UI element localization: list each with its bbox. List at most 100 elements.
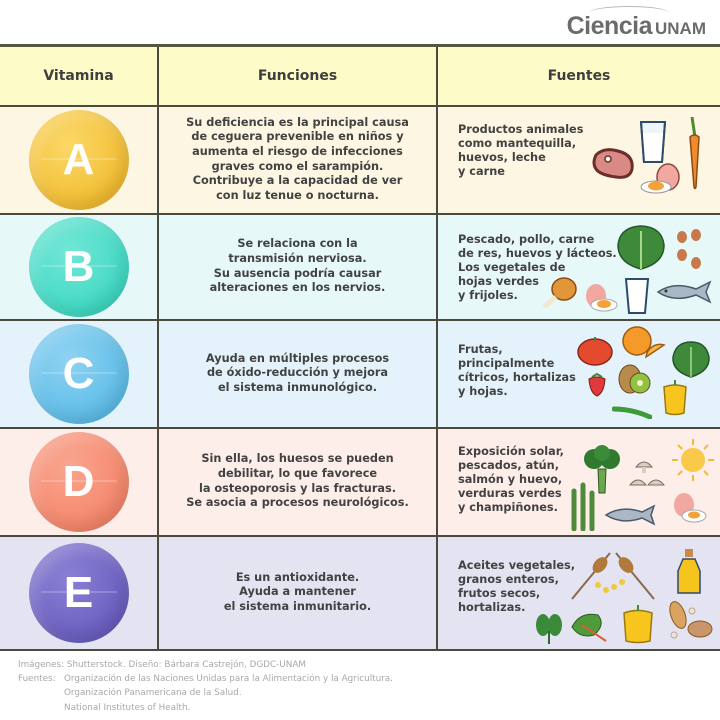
sources-cell: Frutas, principalmente cítricos, hortali… — [436, 318, 720, 429]
functions-cell: Se relaciona con la transmisión nerviosa… — [157, 212, 438, 321]
sources-text: Exposición solar, pescados, atún, salmón… — [458, 445, 564, 516]
egg-icon — [640, 162, 680, 193]
beans-icon — [677, 228, 701, 269]
functions-line: Contribuye a la capacidad de ver — [192, 174, 403, 188]
leafy-greens-icon — [617, 224, 665, 270]
functions-line: Su deficiencia es la principal causa — [186, 115, 409, 129]
food-illustrations — [438, 215, 720, 319]
source-item: Organización Panamericana de la Salud. — [64, 688, 242, 699]
table-header-row: Vitamina Funciones Fuentes — [0, 44, 720, 107]
sources-label: Fuentes: — [18, 674, 56, 685]
chard-icon — [571, 613, 607, 642]
footer-credits: Imágenes: Shutterstock. Diseño: Bárbara … — [18, 658, 393, 715]
food-illustrations — [438, 107, 720, 213]
vitamin-d-ball-icon: D — [28, 431, 129, 532]
sources-cell: Pescado, pollo, carne de res, huevos y l… — [436, 212, 720, 321]
functions-cell: Ayuda en múltiples procesos de óxido-red… — [157, 318, 438, 429]
functions-line: Su ausencia podría causar — [213, 266, 382, 280]
sources-text: Frutas, principalmente cítricos, hortali… — [458, 343, 576, 400]
source-item: Organización de las Naciones Unidas para… — [64, 674, 393, 685]
meat-icon — [592, 147, 634, 179]
vitamin-c-ball-icon: C — [28, 323, 129, 424]
milk-glass-icon — [639, 120, 667, 163]
carrot-icon — [689, 116, 700, 189]
header-sources: Fuentes — [436, 44, 720, 107]
functions-cell: Su deficiencia es la principal causa de … — [157, 104, 438, 215]
sources-line: y hojas. — [458, 385, 508, 399]
sources-line: Productos animales — [458, 122, 584, 136]
sources-line: y champiñones. — [458, 501, 558, 515]
vitamin-letter: E — [63, 567, 94, 617]
functions-line: la osteoporosis y las fracturas. — [198, 481, 397, 495]
vitamin-cell: C — [0, 318, 159, 429]
kiwi-icon — [618, 364, 651, 393]
functions-cell: Es un antioxidante. Ayuda a mantener el … — [157, 534, 438, 651]
chicken-leg-icon — [542, 276, 577, 309]
sources-line: y carne — [458, 165, 505, 179]
sources-text: Productos animales como mantequilla, hue… — [458, 123, 583, 180]
functions-line: de ceguera prevenible en niños y — [191, 130, 404, 144]
source-item: National Institutes of Health. — [64, 702, 191, 713]
sources-line: cítricos, hortalizas — [458, 370, 576, 384]
sources-line: pescados, atún, — [458, 458, 559, 472]
vitamin-letter: C — [62, 348, 95, 398]
table-row-vitamin-c: C Ayuda en múltiples procesos de óxido-r… — [0, 318, 720, 429]
vitamin-letter: B — [62, 241, 95, 291]
mushroom-icon — [628, 461, 666, 485]
sources-line: Exposición solar, — [458, 444, 564, 458]
sources-line: hojas verdes — [458, 275, 540, 289]
vitamin-cell: B — [0, 212, 159, 321]
functions-line: graves como el sarampión. — [211, 159, 384, 173]
vitamin-letter: A — [62, 134, 95, 184]
functions-line: transmisión nerviosa. — [228, 251, 367, 265]
orange-icon — [622, 325, 666, 359]
header-vitamin: Vitamina — [0, 44, 159, 107]
food-illustrations — [438, 537, 720, 649]
sources-line: Frutas, — [458, 342, 503, 356]
green-chili-icon — [612, 406, 652, 419]
sources-line: granos enteros, — [458, 572, 559, 586]
brand-suffix: UNAM — [655, 19, 706, 38]
vitamin-a-ball-icon: A — [28, 109, 129, 210]
functions-line: de óxido-reducción y mejora — [206, 366, 389, 380]
functions-line: Ayuda en múltiples procesos — [205, 351, 390, 365]
functions-line: alteraciones en los nervios. — [209, 281, 386, 295]
sources-line: verduras verdes — [458, 487, 562, 501]
sources-line: como mantequilla, — [458, 136, 577, 150]
table-row-vitamin-d: D Sin ella, los huesos se pueden debilit… — [0, 426, 720, 537]
pepper-icon — [623, 604, 653, 643]
sources-line: huevos, leche — [458, 150, 546, 164]
functions-line: Se asocia a procesos neurológicos. — [186, 496, 409, 510]
sources-line: Pescado, pollo, carne — [458, 232, 595, 246]
functions-line: el sistema inmunitario. — [223, 599, 372, 613]
sources-line: y frijoles. — [458, 289, 518, 303]
functions-line: debilitar, lo que favorece — [217, 466, 378, 480]
images-credit: Imágenes: Shutterstock. Diseño: Bárbara … — [18, 660, 306, 670]
functions-line: con luz tenue o nocturna. — [216, 188, 379, 202]
leafy-greens-icon — [672, 340, 710, 378]
sources-cell: Exposición solar, pescados, atún, salmón… — [436, 426, 720, 537]
sources-line: de res, huevos y lácteos. — [458, 246, 617, 260]
vitamin-cell: E — [0, 534, 159, 651]
fish-icon — [604, 504, 656, 525]
sources-cell: Aceites vegetales, granos enteros, fruto… — [436, 534, 720, 651]
peanut-icon — [669, 600, 713, 638]
header-functions: Funciones — [157, 44, 438, 107]
functions-line: Sin ella, los huesos se pueden — [201, 452, 394, 466]
sources-line: salmón y huevo, — [458, 472, 563, 486]
ciencia-unam-logo: Ciencia UNAM — [567, 6, 706, 42]
sources-text: Pescado, pollo, carne de res, huevos y l… — [458, 233, 617, 304]
sources-cell: Productos animales como mantequilla, hue… — [436, 104, 720, 215]
egg-icon — [586, 283, 618, 311]
table-row-vitamin-e: E Es un antioxidante. Ayuda a mantener e… — [0, 534, 720, 651]
sources-line: Los vegetales de — [458, 260, 566, 274]
functions-line: Es un antioxidante. — [235, 570, 360, 584]
vitamin-e-ball-icon: E — [28, 542, 129, 643]
milk-glass-icon — [624, 277, 650, 314]
fish-icon — [656, 279, 712, 304]
functions-line: el sistema inmunológico. — [217, 380, 378, 394]
functions-line: Ayuda a mantener — [239, 585, 356, 599]
sources-line: hortalizas. — [458, 601, 526, 615]
sources-text: Aceites vegetales, granos enteros, fruto… — [458, 559, 575, 616]
food-illustrations — [438, 321, 720, 427]
